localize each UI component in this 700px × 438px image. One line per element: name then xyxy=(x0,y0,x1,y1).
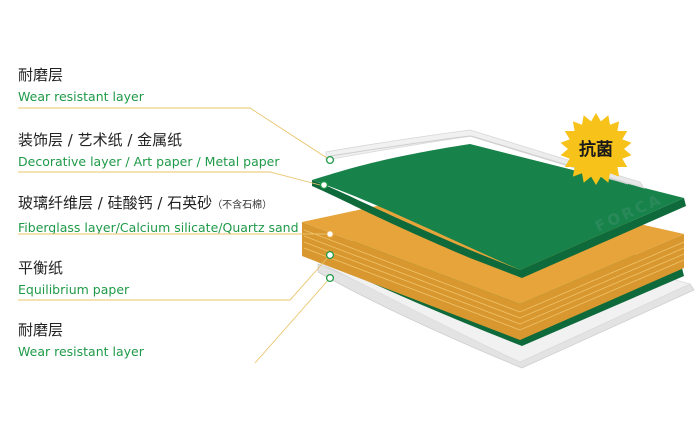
label-en: Wear resistant layer xyxy=(18,89,144,104)
dot-decorative xyxy=(319,180,329,190)
badge-label: 抗菌 xyxy=(579,139,613,160)
dot-fiberglass xyxy=(325,229,335,239)
leader-wear-top xyxy=(18,107,331,161)
label-equilibrium-paper: 平衡纸 Equilibrium paper xyxy=(18,259,129,297)
dot-wear-bottom xyxy=(325,273,335,283)
label-en: Decorative layer / Art paper / Metal pap… xyxy=(18,154,280,169)
label-zh-main: 玻璃纤维层 / 硅酸钙 / 石英砂 xyxy=(18,194,213,212)
core-layer-stripes xyxy=(303,229,685,331)
label-en: Wear resistant layer xyxy=(18,344,144,359)
label-zh: 耐磨层 xyxy=(18,66,64,84)
dot-equilibrium xyxy=(325,250,335,260)
label-en: Fiberglass layer/Calcium silicate/Quartz… xyxy=(18,220,299,235)
leader-lines xyxy=(18,107,331,364)
label-wear-layer-top: 耐磨层 Wear resistant layer xyxy=(18,66,144,104)
leader-equilibrium xyxy=(18,254,331,301)
label-zh: 平衡纸 xyxy=(18,259,64,277)
label-zh: 玻璃纤维层 / 硅酸钙 / 石英砂（不含石棉） xyxy=(18,194,299,215)
label-decorative-layer: 装饰层 / 艺术纸 / 金属纸 Decorative layer / Art p… xyxy=(18,131,280,169)
label-zh: 耐磨层 xyxy=(18,321,64,339)
label-fiberglass-layer: 玻璃纤维层 / 硅酸钙 / 石英砂（不含石棉） Fiberglass layer… xyxy=(18,194,299,235)
leader-decorative xyxy=(18,171,321,186)
label-en: Equilibrium paper xyxy=(18,282,130,297)
dot-wear-top xyxy=(325,155,335,165)
leader-dots xyxy=(319,155,335,283)
sheet-wear-top-inner xyxy=(329,135,629,185)
leader-wear-bottom xyxy=(254,277,331,364)
label-zh-note: （不含石棉） xyxy=(212,200,273,211)
badge-starburst xyxy=(560,113,632,185)
antibacterial-badge: 抗菌 xyxy=(560,113,632,185)
label-wear-layer-bottom: 耐磨层 Wear resistant layer xyxy=(18,321,144,359)
label-zh: 装饰层 / 艺术纸 / 金属纸 xyxy=(18,131,183,149)
